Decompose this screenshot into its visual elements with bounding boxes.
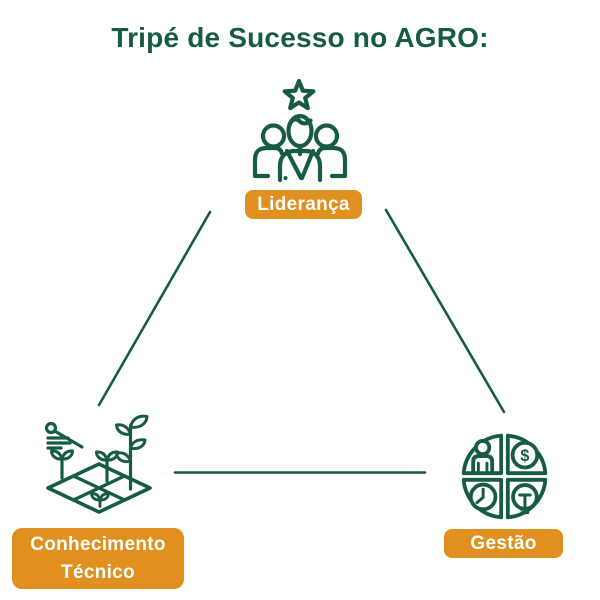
coin-dollar-symbol: $ <box>520 447 529 465</box>
page-title: Tripé de Sucesso no AGRO: <box>111 22 489 53</box>
crop-field-with-plants-icon <box>44 414 152 514</box>
data-lines <box>46 436 72 450</box>
leader-team-with-star-icon <box>252 79 348 183</box>
person-icon <box>474 438 492 457</box>
money-coin-icon <box>510 440 540 470</box>
team-member-left-head <box>260 123 287 149</box>
leader-jacket-dot <box>283 176 288 180</box>
field-grid-outline <box>46 462 152 514</box>
person-arms <box>476 461 489 473</box>
team-member-left-body <box>252 145 285 179</box>
technical-knowledge-label-line2: Técnico <box>61 561 135 583</box>
middle-sprout <box>95 450 119 483</box>
management-label: Gestão <box>470 532 537 554</box>
technical-knowledge-label-badge: Conhecimento Técnico <box>12 528 184 589</box>
leadership-label-badge: Liderança <box>245 190 362 219</box>
team-member-right-body <box>315 145 348 179</box>
person-body <box>471 454 495 473</box>
star-icon <box>282 79 316 111</box>
technical-knowledge-label-line1: Conhecimento <box>30 533 166 555</box>
left-sprout <box>50 449 74 480</box>
leader-body <box>277 148 323 183</box>
clock-hands <box>475 487 485 505</box>
sensor-node-icon <box>44 421 58 435</box>
connector-leadership-technical <box>97 210 212 407</box>
leader-hair <box>287 117 313 128</box>
team-member-right-head <box>313 123 340 149</box>
management-label-badge: Gestão <box>444 529 563 558</box>
connector-leadership-management <box>384 208 506 414</box>
leader-lapels <box>284 148 316 181</box>
management-quadrants-icon: $ <box>461 433 548 520</box>
leadership-label: Liderança <box>257 193 350 215</box>
front-seedling <box>90 492 110 508</box>
lightbulb-filament <box>518 493 532 511</box>
field-grid-lines <box>71 474 127 502</box>
lightbulb-base <box>519 507 531 515</box>
